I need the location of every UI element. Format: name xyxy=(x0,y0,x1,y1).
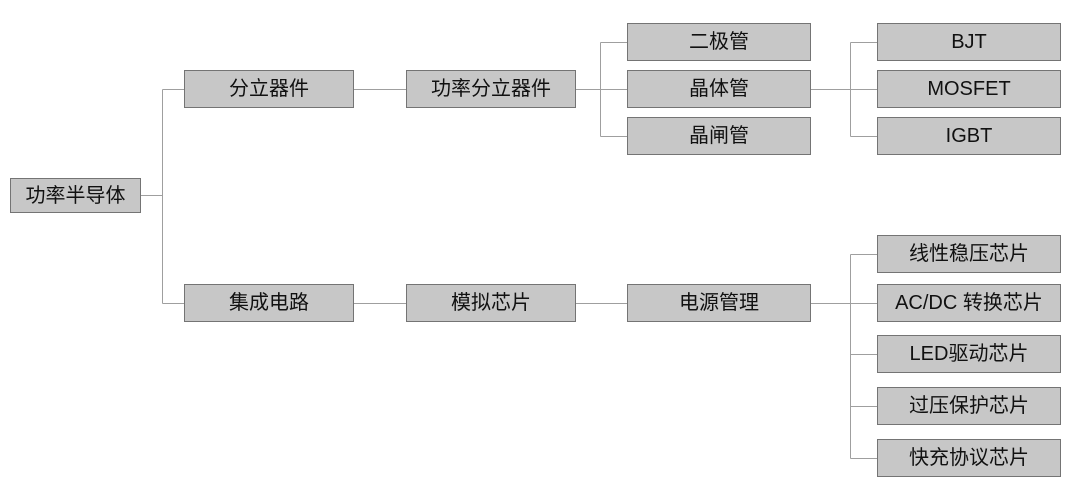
node-mosfet: MOSFET xyxy=(877,70,1061,108)
node-acdc-converter-chip: AC/DC 转换芯片 xyxy=(877,284,1061,322)
node-bjt: BJT xyxy=(877,23,1061,61)
node-power-semiconductor: 功率半导体 xyxy=(10,178,141,213)
node-led-driver-chip: LED驱动芯片 xyxy=(877,335,1061,373)
node-transistor: 晶体管 xyxy=(627,70,811,108)
node-overvoltage-protection-chip: 过压保护芯片 xyxy=(877,387,1061,425)
node-analog-chip: 模拟芯片 xyxy=(406,284,576,322)
node-power-discrete-devices: 功率分立器件 xyxy=(406,70,576,108)
node-power-management: 电源管理 xyxy=(627,284,811,322)
node-thyristor: 晶闸管 xyxy=(627,117,811,155)
node-linear-regulator-chip: 线性稳压芯片 xyxy=(877,235,1061,273)
node-fast-charge-protocol-chip: 快充协议芯片 xyxy=(877,439,1061,477)
node-discrete-devices: 分立器件 xyxy=(184,70,354,108)
node-integrated-circuit: 集成电路 xyxy=(184,284,354,322)
node-igbt: IGBT xyxy=(877,117,1061,155)
node-diode: 二极管 xyxy=(627,23,811,61)
